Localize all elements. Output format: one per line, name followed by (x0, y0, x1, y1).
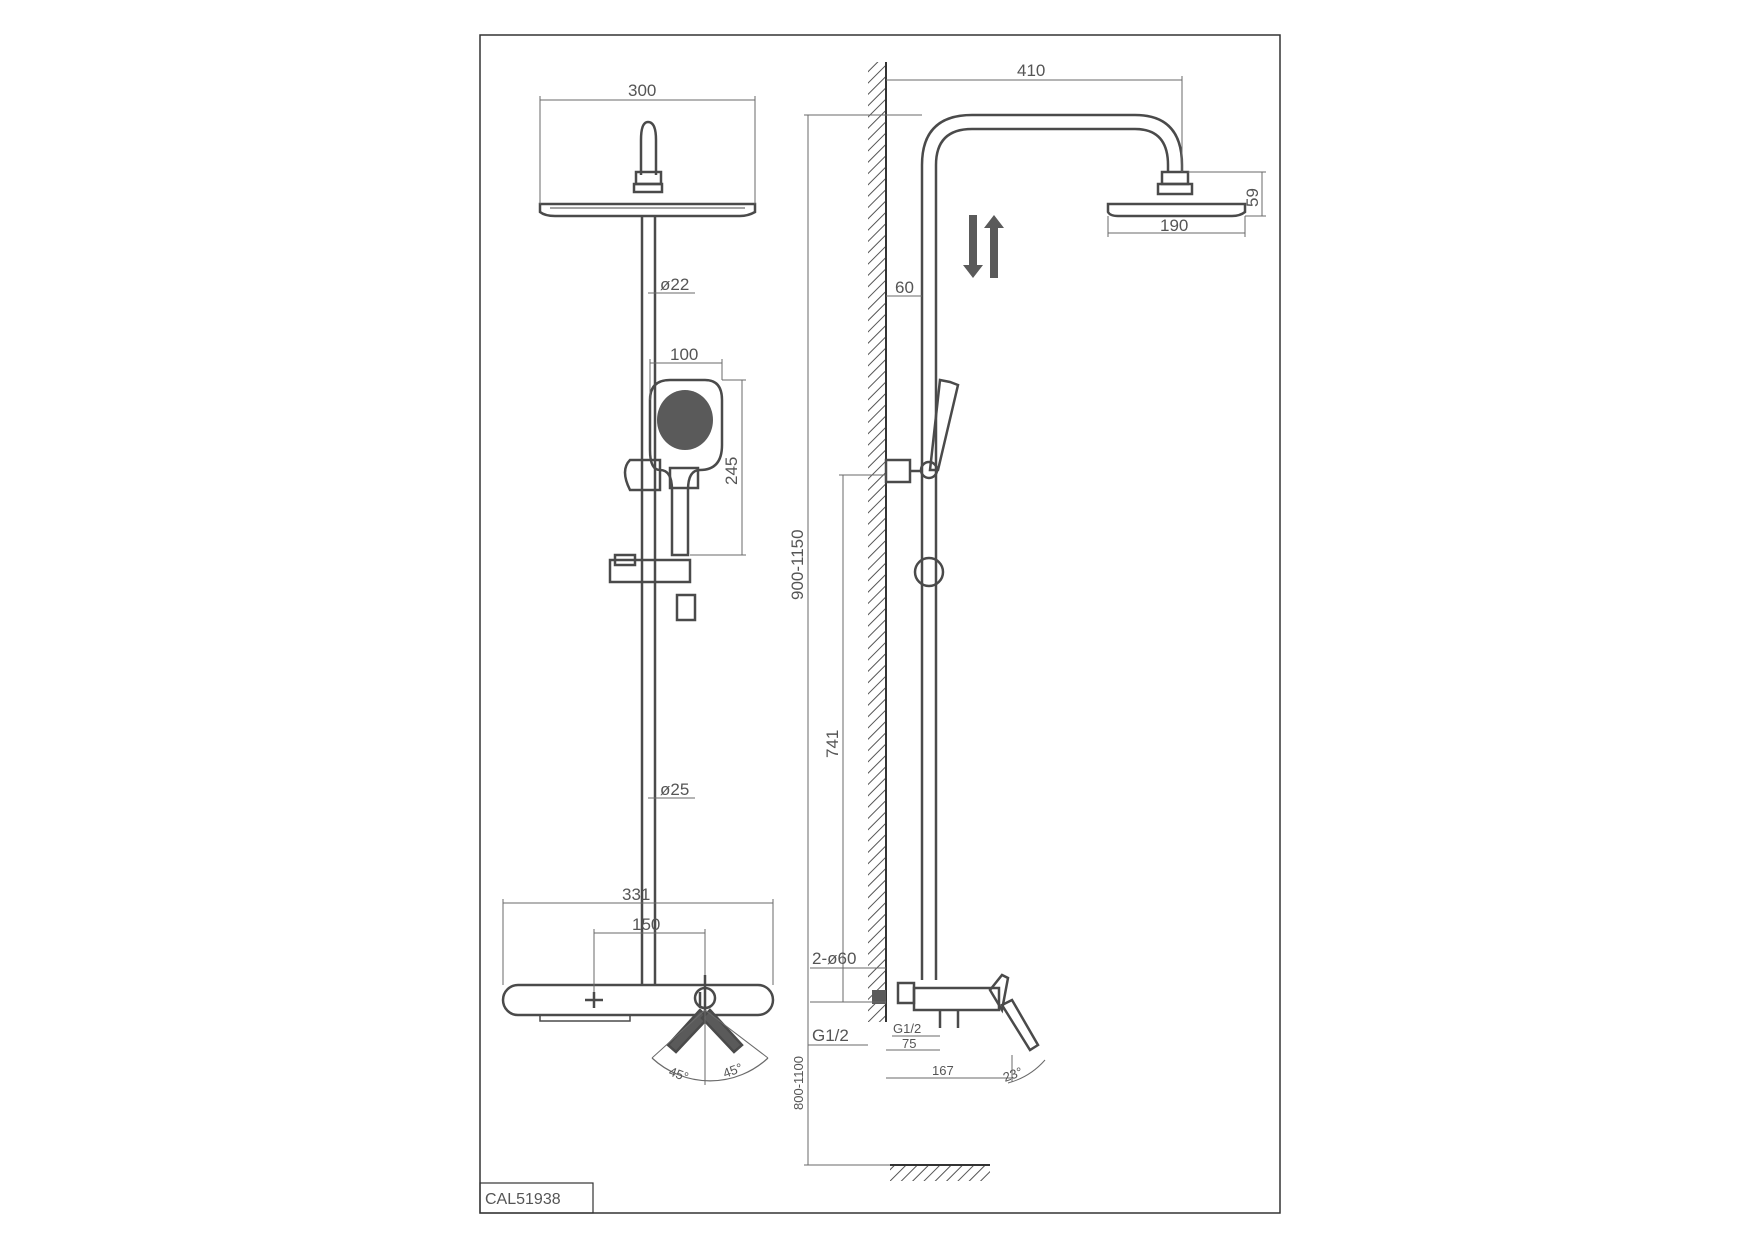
drawing-frame (479, 34, 1281, 1214)
side-wall-bracket (884, 458, 912, 484)
front-dim-labels: 300 ø22 100 245 ø25 331 150 45° 45° (622, 81, 745, 1085)
side-wall-hatch (868, 62, 886, 1022)
front-head-connector (632, 182, 664, 194)
label-angle-right: 45° (721, 1060, 745, 1081)
front-angle-line-right (704, 1009, 769, 1059)
label-angle-left: 45° (667, 1064, 691, 1085)
front-mixer-body (501, 983, 775, 1017)
side-head-connector (1156, 182, 1194, 196)
label-mixer-width: 331 (622, 885, 650, 904)
label-handle-angle: 23° (1001, 1064, 1025, 1085)
label-mixer-depth: 167 (932, 1063, 954, 1078)
label-hand-length: 245 (722, 457, 741, 485)
side-floor-hatch (890, 1165, 990, 1181)
front-hand-shower-face (657, 390, 713, 450)
label-head-diameter: 190 (1160, 216, 1188, 235)
side-handle (1000, 998, 1040, 1052)
label-hand-width: 100 (670, 345, 698, 364)
front-angle-line-left (651, 1009, 706, 1059)
side-bracket-ring (919, 460, 939, 480)
front-holder-clip (668, 466, 700, 490)
label-inlet-spacing: 150 (632, 915, 660, 934)
side-dimensions (804, 76, 1266, 1166)
label-floor-height: 800-1100 (791, 1056, 806, 1110)
label-thread-inner: G1/2 (893, 1021, 921, 1036)
label-lower-pipe: ø25 (660, 780, 689, 799)
arrow-up-icon (984, 215, 1004, 278)
label-inlet-spec: 2-ø60 (812, 949, 856, 968)
side-inlet-nut (872, 990, 886, 1004)
title-box (479, 1182, 594, 1214)
arrow-down-icon (963, 215, 983, 278)
label-head-height: 59 (1243, 188, 1262, 207)
side-hand-shower (928, 378, 960, 472)
front-slide-holder (608, 558, 692, 584)
front-view (501, 120, 775, 1054)
label-total-height: 900-1150 (788, 529, 807, 600)
side-mixer-cartridge (988, 973, 1010, 1014)
front-slide-knob (613, 553, 637, 567)
label-thread-outer: G1/2 (812, 1026, 849, 1045)
label-head-width: 300 (628, 81, 656, 100)
side-view (884, 113, 1247, 1052)
front-overhead-head (538, 202, 757, 218)
front-spout (539, 1014, 631, 1022)
side-slide-holder (913, 556, 945, 588)
side-adjust-arrows (963, 215, 1004, 278)
side-mixer-body (912, 986, 1001, 1012)
model-code: CAL51938 (485, 1191, 561, 1208)
front-hose-connector (675, 593, 697, 622)
front-holder (623, 458, 662, 492)
dim-handle-angle-arc (1007, 1059, 1046, 1084)
side-dim-labels: 410 190 59 60 900-1150 741 2-ø60 G1/2 G1… (788, 61, 1262, 1110)
side-arm-inner (934, 127, 1170, 980)
side-arm-outer (920, 113, 1184, 980)
side-overhead-head (1106, 202, 1247, 218)
front-dimensions (502, 96, 774, 992)
label-arm-reach: 410 (1017, 61, 1045, 80)
label-wall-offset: 60 (895, 278, 914, 297)
side-head-nut (1160, 170, 1190, 186)
label-eccentric: 75 (902, 1036, 916, 1051)
label-bracket-height: 741 (823, 730, 842, 758)
side-eccentric (896, 981, 916, 1005)
label-upper-pipe: ø22 (660, 275, 689, 294)
front-handle-lever-right (700, 1008, 744, 1054)
front-head-neck (639, 120, 658, 175)
front-angle-arc (651, 1057, 769, 1082)
